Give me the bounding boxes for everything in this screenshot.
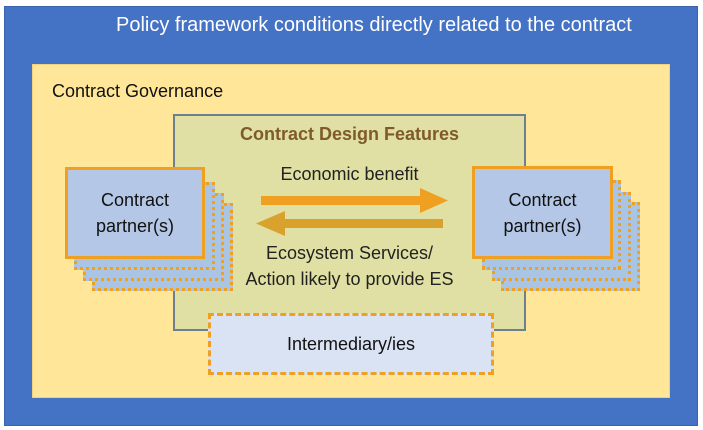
contract-design-features-title: Contract Design Features bbox=[239, 124, 460, 144]
ecosystem-services-line1: Ecosystem Services/ bbox=[265, 243, 434, 263]
right-partner-line1: Contract bbox=[508, 189, 577, 210]
left-contract-partner: Contract partner(s) bbox=[65, 167, 205, 259]
intermediary-box: Intermediary/ies bbox=[208, 313, 494, 375]
ecosystem-services-line2: Action likely to provide ES bbox=[245, 269, 454, 289]
policy-framework-title: Policy framework conditions directly rel… bbox=[116, 14, 632, 36]
contract-governance-title: Contract Governance bbox=[52, 81, 224, 101]
right-contract-partner: Contract partner(s) bbox=[472, 166, 613, 259]
ecosystem-services-arrow bbox=[256, 211, 443, 236]
economic-benefit-label: Economic benefit bbox=[280, 164, 419, 184]
right-partner-line2: partner(s) bbox=[503, 215, 582, 236]
ecosystem-services-label: Ecosystem Services/ Action likely to pro… bbox=[173, 240, 526, 292]
left-partner-line1: Contract bbox=[100, 190, 170, 210]
economic-benefit-arrow bbox=[261, 188, 448, 213]
left-partner-line2: partner(s) bbox=[95, 216, 175, 236]
intermediary-label: Intermediary/ies bbox=[286, 333, 416, 354]
